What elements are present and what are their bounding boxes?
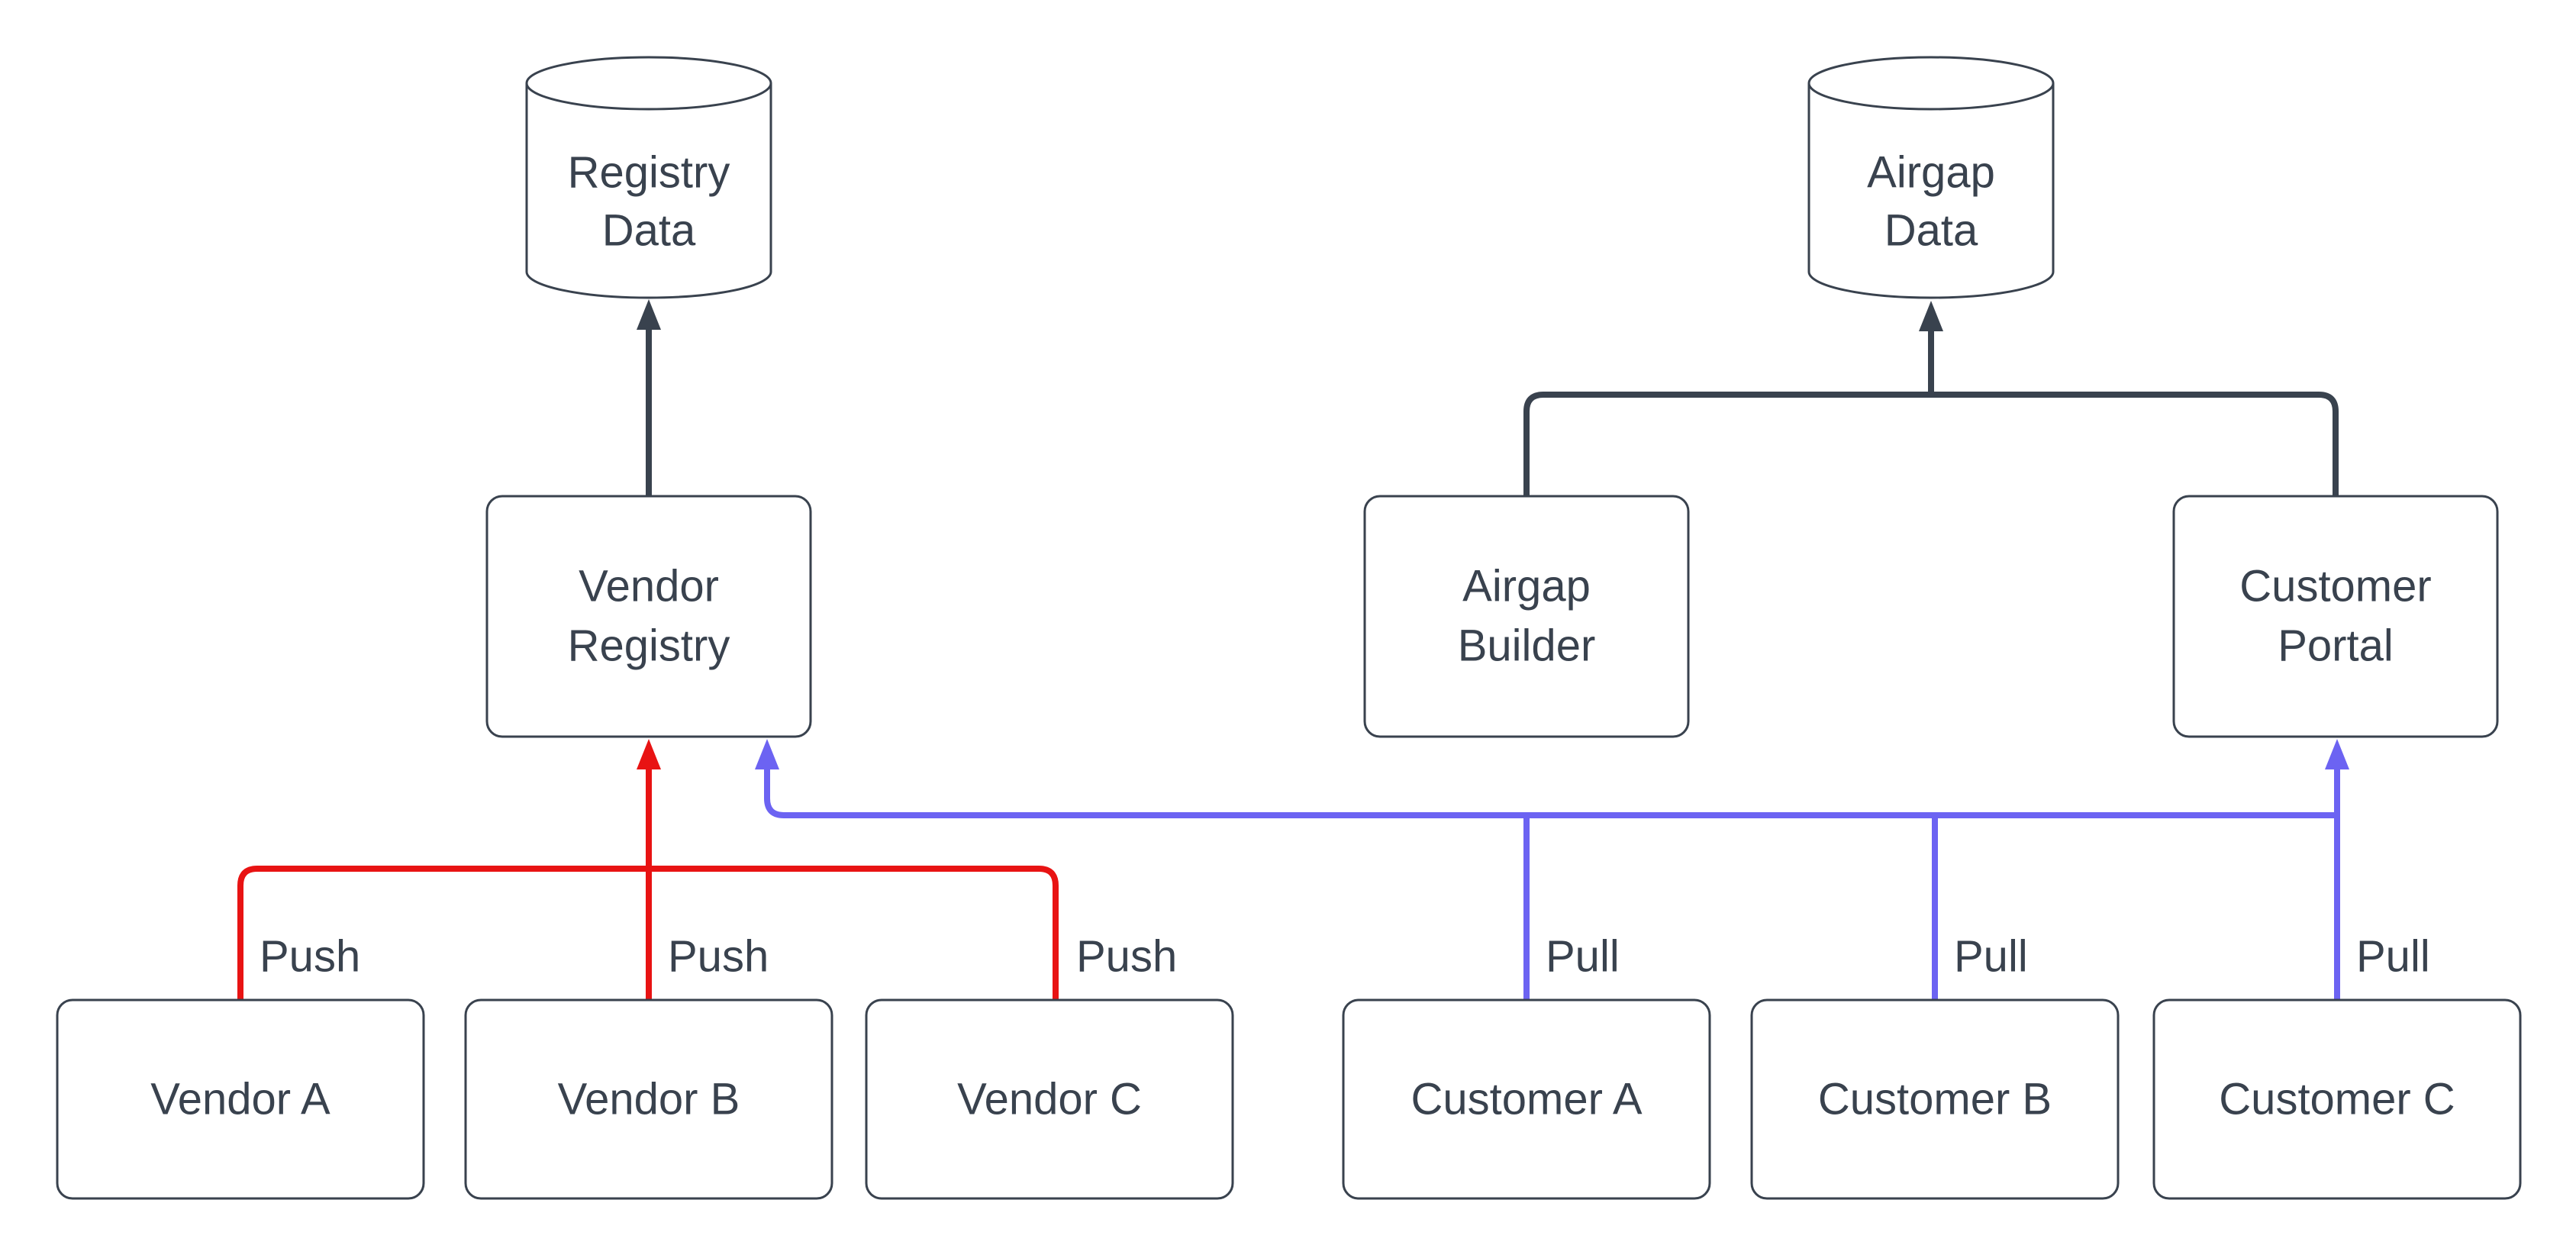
vendor-b-box bbox=[464, 998, 833, 1200]
airgap-builder-label-line2: Builder bbox=[1458, 621, 1596, 671]
customer-b-box bbox=[1750, 998, 2120, 1200]
vendor-a-label: Vendor A bbox=[150, 1075, 330, 1124]
vendor-c-label: Vendor C bbox=[957, 1075, 1142, 1124]
registry-data-label-line2: Data bbox=[602, 206, 696, 256]
flow-edges bbox=[637, 299, 2339, 496]
node-airgap-data: Airgap Data bbox=[1807, 56, 2055, 299]
airgap-data-label-line2: Data bbox=[1884, 206, 1978, 256]
node-vendor-a: Vendor A bbox=[56, 998, 425, 1200]
customer-portal-label-line1: Customer bbox=[2239, 562, 2431, 611]
arrowhead-pull-into-customer-portal bbox=[2325, 739, 2349, 769]
push-label-vendor-a: Push bbox=[260, 932, 360, 982]
node-customer-b: Customer B bbox=[1750, 998, 2120, 1200]
node-vendor-registry: Vendor Registry bbox=[485, 495, 812, 738]
registry-data-cylinder-lip bbox=[525, 82, 772, 111]
edge-labels: Push Push Push Pull Pull Pull bbox=[260, 932, 2430, 982]
airgap-builder-label-line1: Airgap bbox=[1462, 562, 1591, 611]
node-customer-portal: Customer Portal bbox=[2172, 495, 2499, 738]
registry-data-cylinder bbox=[525, 56, 772, 299]
arrowhead-into-registry-data bbox=[637, 299, 661, 330]
node-customer-a: Customer A bbox=[1342, 998, 1711, 1200]
vendor-registry-label-line1: Vendor bbox=[579, 562, 719, 611]
node-vendor-c: Vendor C bbox=[865, 998, 1234, 1200]
node-vendor-b: Vendor B bbox=[464, 998, 833, 1200]
customer-a-box bbox=[1342, 998, 1711, 1200]
vendor-registry-label-line2: Registry bbox=[568, 621, 730, 671]
customer-c-box bbox=[2152, 998, 2522, 1200]
pull-label-customer-a: Pull bbox=[1546, 932, 1620, 982]
push-edges bbox=[237, 739, 1059, 1000]
pull-edges bbox=[755, 739, 2349, 1000]
customer-a-label: Customer A bbox=[1411, 1075, 1643, 1124]
airgap-data-label-line1: Airgap bbox=[1867, 148, 1995, 198]
pull-label-customer-b: Pull bbox=[1954, 932, 2028, 982]
node-registry-data: Registry Data bbox=[525, 56, 772, 299]
vendor-registry-box bbox=[485, 495, 812, 738]
arrowhead-into-airgap-data bbox=[1919, 301, 1943, 331]
arrowhead-pull-into-vendor-registry bbox=[755, 739, 779, 769]
customer-b-label: Customer B bbox=[1818, 1075, 2052, 1124]
airgap-data-cylinder bbox=[1807, 56, 2055, 299]
vendor-a-box bbox=[56, 998, 425, 1200]
vendor-b-label: Vendor B bbox=[558, 1075, 740, 1124]
airgap-data-cylinder-lip bbox=[1807, 82, 2055, 111]
node-airgap-builder: Airgap Builder bbox=[1363, 495, 1690, 738]
push-label-vendor-b: Push bbox=[668, 932, 769, 982]
airgap-builder-box bbox=[1363, 495, 1690, 738]
vendor-c-box bbox=[865, 998, 1234, 1200]
customer-portal-box bbox=[2172, 495, 2499, 738]
node-customer-c: Customer C bbox=[2152, 998, 2522, 1200]
push-label-vendor-c: Push bbox=[1076, 932, 1177, 982]
pull-label-customer-c: Pull bbox=[2356, 932, 2430, 982]
arrowhead-push-into-vendor-registry bbox=[637, 739, 661, 769]
pull-edge-trunk bbox=[764, 769, 2337, 818]
customer-c-label: Customer C bbox=[2219, 1075, 2455, 1124]
customer-portal-label-line2: Portal bbox=[2278, 621, 2394, 671]
registry-data-label-line1: Registry bbox=[568, 148, 730, 198]
